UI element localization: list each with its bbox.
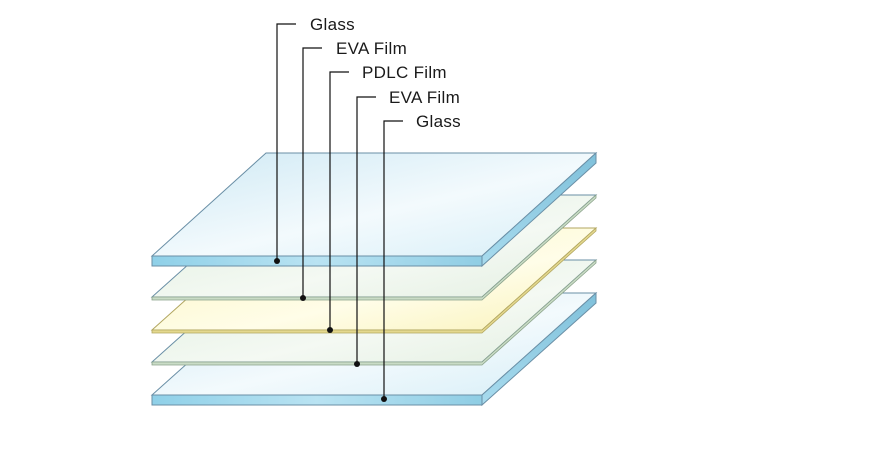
glass-top-right-edge — [481, 151, 597, 268]
leader-line-eva-bottom — [356, 96, 376, 364]
eva-bottom-edge — [151, 259, 597, 366]
glass-bottom-right-edge — [481, 291, 597, 407]
leader-lines — [274, 23, 403, 402]
leader-dot-pdlc — [327, 327, 333, 333]
label-eva-bottom: EVA Film — [389, 88, 460, 107]
layer-glass-top — [150, 151, 598, 268]
glass-bottom-front-edge — [151, 394, 483, 406]
label-pdlc: PDLC Film — [362, 63, 447, 82]
leader-dot-glass-bottom — [381, 396, 387, 402]
leader-line-glass-bottom — [383, 120, 403, 399]
leader-dot-eva-bottom — [354, 361, 360, 367]
label-glass-top: Glass — [310, 15, 355, 34]
leader-line-eva-top — [302, 47, 322, 298]
label-glass-bottom: Glass — [416, 112, 461, 131]
leader-dot-glass-top — [274, 258, 280, 264]
layer-labels: Glass EVA Film PDLC Film EVA Film Glass — [310, 15, 461, 131]
leader-line-pdlc — [329, 71, 349, 330]
glass-top-front-edge — [151, 255, 483, 267]
leader-dot-eva-top — [300, 295, 306, 301]
label-eva-top: EVA Film — [336, 39, 407, 58]
pdlc-edge — [151, 227, 597, 334]
leader-line-glass-top — [276, 23, 296, 261]
eva-top-edge — [151, 194, 597, 301]
